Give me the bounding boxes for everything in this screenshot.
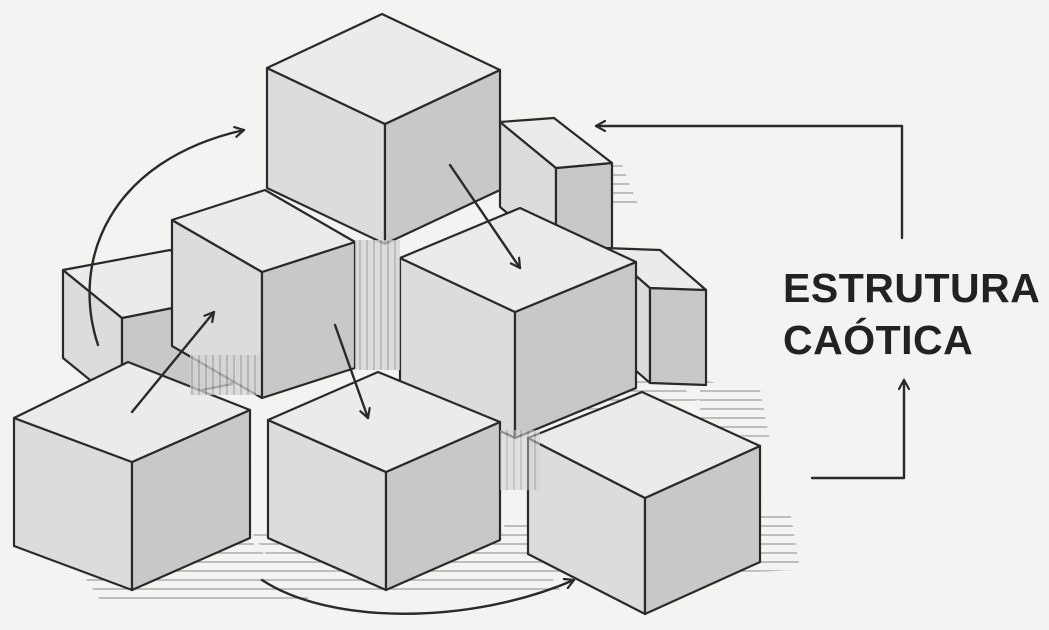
gap-hatch	[190, 355, 260, 395]
arrow-up-left	[130, 310, 216, 414]
cube-face-top	[526, 390, 762, 500]
gap-hatch	[500, 430, 540, 490]
arrow-mid-down	[333, 323, 368, 420]
arrow-top-down	[448, 163, 522, 270]
gap-hatching	[190, 240, 540, 490]
cube-face-top	[265, 12, 502, 126]
cube-face-right	[648, 286, 708, 387]
arrow-loop-top	[594, 126, 904, 240]
label-line-1: ESTRUTURA	[783, 265, 1041, 311]
cube-bottom-right	[526, 390, 762, 616]
gap-hatch	[355, 240, 400, 370]
cube-top	[265, 12, 502, 246]
shadow	[700, 380, 770, 440]
label-line-2: CAÓTICA	[783, 317, 974, 363]
cube-face-top	[498, 116, 614, 170]
cube-bottom-mid	[266, 370, 502, 592]
arrow-curved-left	[88, 130, 246, 347]
arrow-loop-bottom	[810, 378, 904, 480]
arrow-group	[88, 126, 904, 615]
cube-face-top	[266, 370, 502, 474]
cube-mid-left	[170, 188, 357, 400]
structure-label: ESTRUTURA CAÓTICA	[783, 262, 1040, 366]
arrow-curved-bottom	[260, 580, 576, 615]
